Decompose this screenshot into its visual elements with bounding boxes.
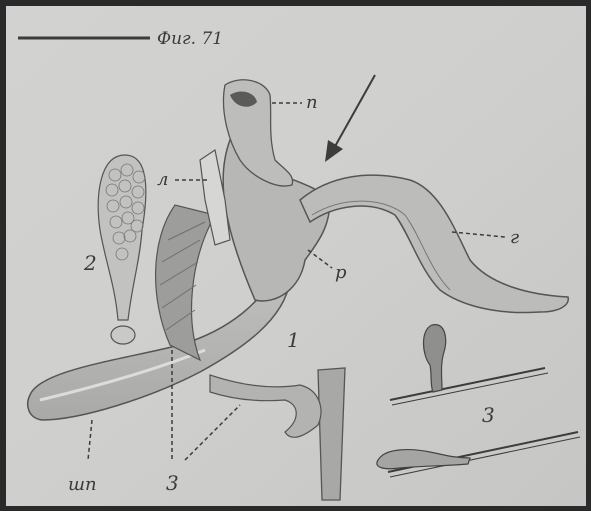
label-3-bottom: 3 — [166, 471, 179, 495]
label-p: п — [306, 92, 318, 113]
label-1: 1 — [287, 328, 300, 352]
figure-title: Фиг. 71 — [157, 29, 223, 49]
label-r: р — [335, 262, 347, 283]
label-3-right: 3 — [482, 403, 495, 427]
label-l: л — [157, 169, 168, 190]
label-g: г — [510, 227, 519, 248]
label-shp: шп — [68, 474, 97, 495]
label-2: 2 — [83, 251, 97, 275]
